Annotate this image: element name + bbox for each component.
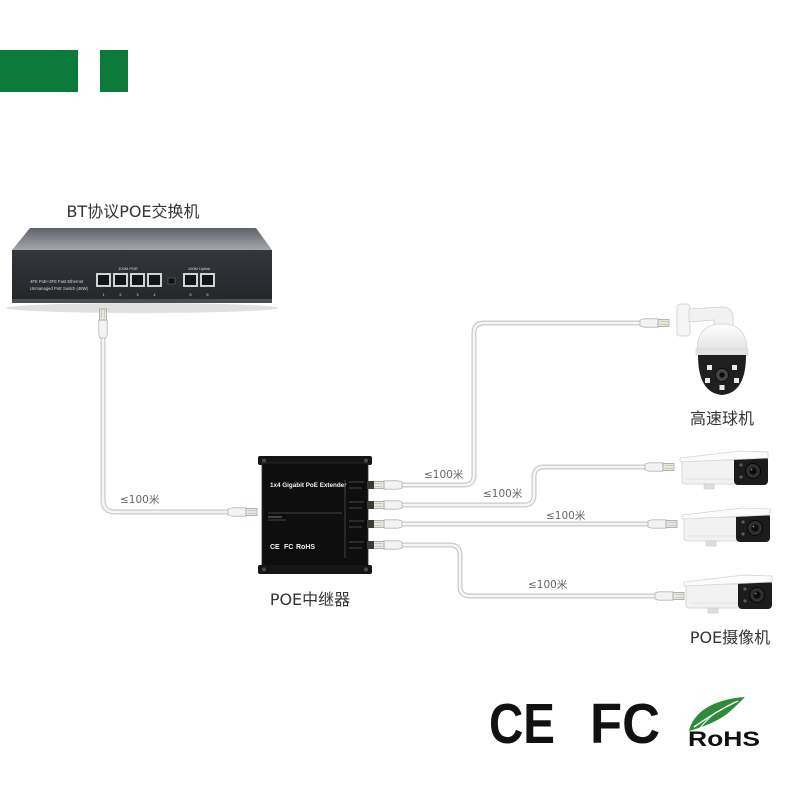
ptz-ir-led: [734, 378, 739, 383]
rj45-connector: [654, 591, 685, 601]
mount-hole: [262, 458, 266, 463]
rj45-connector: [98, 308, 108, 339]
switch-port-number: 5: [189, 292, 192, 297]
cable-length-label: ≤100米: [528, 578, 568, 591]
extender-port-markings: [349, 481, 364, 549]
extender-label: POE中继器: [270, 590, 350, 609]
poe-bullet-camera: [679, 450, 769, 490]
switch-uplink-group-label: 100M Uplink: [188, 266, 210, 271]
switch-port-number: 4: [153, 292, 156, 297]
switch-front-line-1: 4FE PoE+2FE Fast Ethernet: [30, 279, 84, 284]
ptz-ir-led: [719, 385, 725, 390]
ptz-wall-plate: [676, 303, 691, 337]
ce-logo: CE: [489, 692, 555, 756]
poe-bullet-camera: [681, 507, 771, 547]
poe-switch: 4FE PoE+2FE Fast Ethernet Unmanaged PoE …: [6, 228, 278, 313]
switch-port-number: 1: [102, 292, 105, 297]
switch-port-1: [96, 273, 111, 287]
poe-extender: 1x4 Gigabit PoE Extender CE FC RoHS: [258, 456, 374, 574]
ptz-ir-led: [732, 365, 737, 370]
rj45-connector: [372, 519, 403, 529]
rj45-connector: [639, 318, 670, 328]
switch-port-number: 3: [136, 292, 139, 297]
cable-extender-to-camera-1: [399, 464, 648, 508]
extender-mark-fc: FC: [284, 544, 293, 551]
switch-bottom-edge: [12, 299, 272, 303]
switch-port-number: 6: [206, 292, 209, 297]
rj45-connector: [372, 500, 403, 510]
cable-extender-to-camera-3: [399, 542, 658, 599]
extender-bottom-flange: [258, 565, 372, 574]
switch-label: BT协议POE交换机: [66, 202, 199, 221]
extender-body: [261, 462, 369, 568]
switch-port-5: [183, 273, 198, 287]
rohs-leaf-vein: [698, 711, 717, 730]
switch-top-face: [12, 228, 272, 250]
ptz-ir-led: [707, 365, 712, 370]
poe-camera-label: POE摄像机: [690, 628, 770, 647]
ptz-band: [695, 348, 749, 356]
rj45-connector: [647, 519, 678, 529]
poe-bullet-camera: [683, 574, 773, 614]
rj45-connector: [227, 507, 258, 517]
mount-hole: [364, 567, 368, 572]
cable-extender-to-ptz: [399, 320, 643, 488]
extender-output-port: [367, 481, 374, 489]
rohs-logo: RoHS: [688, 697, 760, 751]
header-bar-wide: [0, 50, 78, 92]
cable-switch-to-extender: [100, 335, 231, 515]
fc-logo: FC: [590, 692, 660, 756]
extender-output-port: [367, 501, 374, 509]
switch-button: [167, 277, 176, 285]
extender-model-text: 1x4 Gigabit PoE Extender: [270, 482, 347, 489]
rj45-connector: [372, 540, 403, 550]
mount-hole: [262, 567, 266, 572]
extender-output-port: [367, 541, 374, 549]
rj45-connector: [372, 480, 403, 490]
extender-output-port: [367, 520, 374, 528]
rohs-leaf-icon: [689, 697, 745, 731]
cable-length-label: ≤100米: [424, 468, 464, 481]
cable-length-label: ≤100米: [483, 487, 523, 500]
extender-mark-rohs: RoHS: [296, 544, 315, 551]
extender-mark-ce: CE: [270, 544, 280, 551]
mount-hole: [364, 458, 368, 463]
cable-length-label: ≤100米: [120, 493, 160, 506]
ptz-ir-led: [705, 378, 710, 383]
rj45-connector: [644, 462, 675, 472]
switch-port-2: [113, 273, 128, 287]
cable-length-label: ≤100米: [546, 509, 586, 522]
ptz-housing: [696, 323, 748, 352]
switch-front-line-2: Unmanaged PoE Switch (48W): [30, 286, 89, 291]
ptz-camera-label: 高速球机: [690, 409, 754, 428]
switch-port-6: [200, 273, 215, 287]
switch-port-3: [130, 273, 145, 287]
ptz-lens-center: [719, 372, 725, 378]
rohs-text: RoHS: [688, 728, 760, 751]
ptz-dome-camera: [676, 303, 749, 395]
switch-poe-group-label: 100M POE: [118, 266, 138, 271]
header-bar-narrow: [100, 50, 128, 92]
switch-port-number: 2: [119, 292, 122, 297]
switch-port-4: [147, 273, 162, 287]
switch-shadow: [6, 303, 278, 313]
